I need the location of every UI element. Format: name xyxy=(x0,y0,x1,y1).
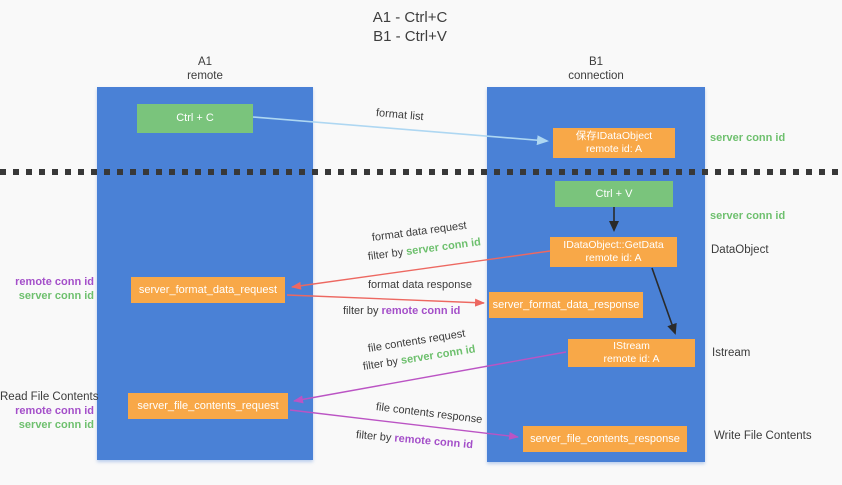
side-label-dataobject: DataObject xyxy=(711,244,769,256)
session-separator-dashed-line xyxy=(0,169,842,175)
node-getdata-line2: remote id: A xyxy=(585,252,642,264)
lane-left-subtitle: remote xyxy=(187,70,223,82)
filter-by-prefix: filter by xyxy=(362,355,399,373)
side-label-write-file-contents: Write File Contents xyxy=(714,430,812,442)
remote-conn-id-text: remote conn id xyxy=(381,305,461,317)
node-server-file-contents-request: server_file_contents_request xyxy=(128,393,288,419)
lane-left-title: A1 xyxy=(197,56,213,68)
node-file-request-label: server_file_contents_request xyxy=(137,399,279,412)
side-label-server-conn-id-mid: server conn id xyxy=(710,210,786,222)
node-format-request-label: server_format_data_request xyxy=(138,283,278,296)
node-save-dataobject: 保存IDataObject remote id: A xyxy=(553,128,675,158)
node-file-response-label: server_file_contents_response xyxy=(530,432,680,445)
side-label-istream: Istream xyxy=(712,347,751,359)
diagram-title: A1 - Ctrl+C B1 - Ctrl+V xyxy=(300,8,520,46)
node-ctrl-v-label: Ctrl + V xyxy=(595,187,633,200)
title-line-1: A1 - Ctrl+C xyxy=(372,9,448,26)
lane-right-title: B1 xyxy=(588,56,604,68)
node-server-file-contents-response: server_file_contents_response xyxy=(523,426,687,452)
node-istream-line1: IStream xyxy=(613,340,650,352)
node-ctrl-c: Ctrl + C xyxy=(137,104,253,133)
label-format-data-response: format data response xyxy=(368,279,472,291)
filter-by-prefix: filter by xyxy=(367,246,404,263)
label-format-list: format list xyxy=(375,107,425,124)
node-save-dataobject-line2: remote id: A xyxy=(585,143,643,155)
remote-conn-id-text: remote conn id xyxy=(393,432,474,452)
label-filter-by-remote-conn-id-1: filter by remote conn id xyxy=(343,305,460,317)
side-label-server-conn-id-1: server conn id xyxy=(18,290,94,302)
label-filter-by-remote-conn-id-2: filter by remote conn id xyxy=(355,429,473,451)
server-conn-id-text: server conn id xyxy=(405,236,482,258)
node-ctrl-c-label: Ctrl + C xyxy=(176,112,214,124)
side-label-remote-conn-id-2: remote conn id xyxy=(15,405,94,417)
filter-by-prefix: filter by xyxy=(355,429,392,445)
node-server-format-data-response: server_format_data_response xyxy=(489,292,643,318)
filter-by-prefix: filter by xyxy=(343,305,379,317)
label-file-contents-response: file contents response xyxy=(375,401,483,426)
side-label-read-file-contents: Read File Contents xyxy=(0,391,99,403)
node-server-format-data-request: server_format_data_request xyxy=(131,277,285,303)
node-istream-line2: remote id: A xyxy=(603,353,660,365)
arrow-format-data-response xyxy=(286,294,485,307)
node-istream: IStream remote id: A xyxy=(568,339,695,367)
node-ctrl-v: Ctrl + V xyxy=(555,181,673,207)
side-label-server-conn-id-2: server conn id xyxy=(18,419,94,431)
node-format-response-label: server_format_data_response xyxy=(492,298,640,311)
node-idataobject-getdata: IDataObject::GetData remote id: A xyxy=(550,237,677,267)
lane-header-left: A1 remote xyxy=(97,55,313,83)
side-label-server-conn-id-top: server conn id xyxy=(710,132,786,144)
node-save-dataobject-line1: 保存IDataObject xyxy=(575,130,653,142)
lane-header-right: B1 connection xyxy=(487,55,705,83)
lane-right-subtitle: connection xyxy=(568,70,624,82)
node-getdata-line1: IDataObject::GetData xyxy=(563,239,664,251)
title-line-2: B1 - Ctrl+V xyxy=(373,28,447,45)
side-label-remote-conn-id-1: remote conn id xyxy=(15,276,94,288)
